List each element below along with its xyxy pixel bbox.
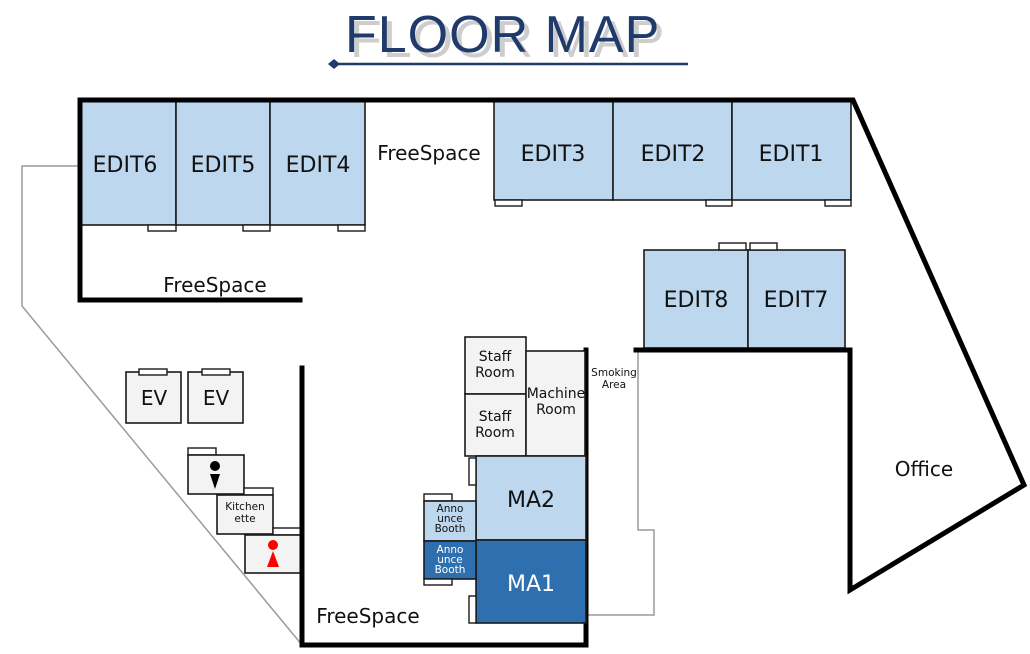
label-announce-booth-2-line1: Anno (437, 544, 464, 556)
door-edit8 (718, 242, 747, 251)
male-restroom-icon (210, 461, 220, 489)
room-edit2[interactable] (612, 99, 733, 201)
door-edit3 (494, 199, 523, 207)
label-announce-booth-1-line2: unce (437, 513, 463, 525)
room-edit6[interactable] (79, 99, 177, 226)
label-staff-room-2-line2: Room (475, 425, 515, 441)
label-edit4: EDIT4 (286, 153, 351, 178)
label-announce-booth-2-line2: unce (437, 554, 463, 566)
room-ma2[interactable] (475, 455, 587, 541)
label-edit6: EDIT6 (93, 153, 158, 178)
label-smoking-area-line1: Smoking (591, 367, 637, 379)
room-ev-1[interactable] (125, 371, 182, 424)
room-edit8[interactable] (643, 249, 749, 349)
label-announce-booth-1-line3: Booth (435, 523, 466, 535)
door-ma1 (468, 595, 477, 624)
title-group: FLOOR MAP FLOOR MAP (328, 6, 688, 69)
label-announce-booth-1-line1: Anno (437, 503, 464, 515)
label-ev-2: EV (203, 386, 230, 410)
door-announce-booth-1 (423, 493, 453, 502)
label-freespace-left: FreeSpace (163, 273, 266, 297)
label-edit1: EDIT1 (759, 142, 824, 167)
door-edit7 (749, 242, 778, 251)
door-edit5 (242, 224, 271, 232)
door-edit4 (337, 224, 366, 232)
door-edit6 (147, 224, 177, 232)
label-staff-room-1-line1: Staff (479, 349, 512, 365)
room-edit4[interactable] (269, 99, 366, 226)
label-edit5: EDIT5 (191, 153, 256, 178)
label-edit8: EDIT8 (664, 288, 729, 313)
page-title: FLOOR MAP (345, 6, 660, 64)
smoking-area-boundary (588, 350, 655, 616)
wall-edit-left-block (77, 97, 303, 303)
door-ev-2 (201, 368, 231, 376)
room-staff-1[interactable] (464, 336, 527, 395)
door-restroom-female (272, 527, 302, 536)
label-ma2: MA2 (507, 488, 555, 513)
label-freespace-bottom: FreeSpace (316, 604, 419, 628)
label-announce-booth-2-line3: Booth (435, 564, 466, 576)
door-announce-booth-2 (423, 578, 453, 586)
label-edit3: EDIT3 (521, 142, 586, 167)
title-diamond-icon (328, 59, 340, 69)
label-freespace-top: FreeSpace (377, 141, 480, 165)
room-ma1[interactable] (475, 539, 587, 624)
room-machine[interactable] (525, 350, 586, 457)
door-edit2 (705, 199, 733, 207)
label-edit2: EDIT2 (641, 142, 706, 167)
door-ma2 (468, 457, 477, 486)
room-announce-booth-2[interactable] (423, 540, 477, 580)
door-ev-1 (138, 368, 168, 376)
label-ma1: MA1 (507, 572, 555, 597)
room-edit1[interactable] (731, 99, 852, 201)
label-staff-room-2-line1: Staff (479, 409, 512, 425)
label-office: Office (895, 457, 953, 481)
label-edit7: EDIT7 (764, 288, 829, 313)
female-restroom-icon (267, 540, 279, 567)
label-smoking-area-line2: Area (602, 379, 626, 391)
door-restroom-male (187, 447, 217, 456)
door-kitchenette (243, 487, 274, 496)
label-kitchenette-line2: ette (234, 513, 255, 525)
label-kitchenette-line1: Kitchen (225, 501, 264, 513)
door-edit1 (824, 199, 852, 207)
label-staff-room-1-line2: Room (475, 365, 515, 381)
title-shadow: FLOOR MAP (350, 11, 665, 69)
room-edit7[interactable] (747, 249, 846, 349)
label-machine-room-line2: Room (536, 402, 576, 418)
label-machine-room-line1: Machine (527, 386, 586, 402)
room-announce-booth-1[interactable] (423, 500, 477, 542)
outer-wall-left-thin (21, 165, 303, 646)
outer-wall-top-right (77, 97, 1028, 595)
room-kitchenette[interactable] (216, 494, 274, 535)
label-ev-1: EV (141, 386, 168, 410)
